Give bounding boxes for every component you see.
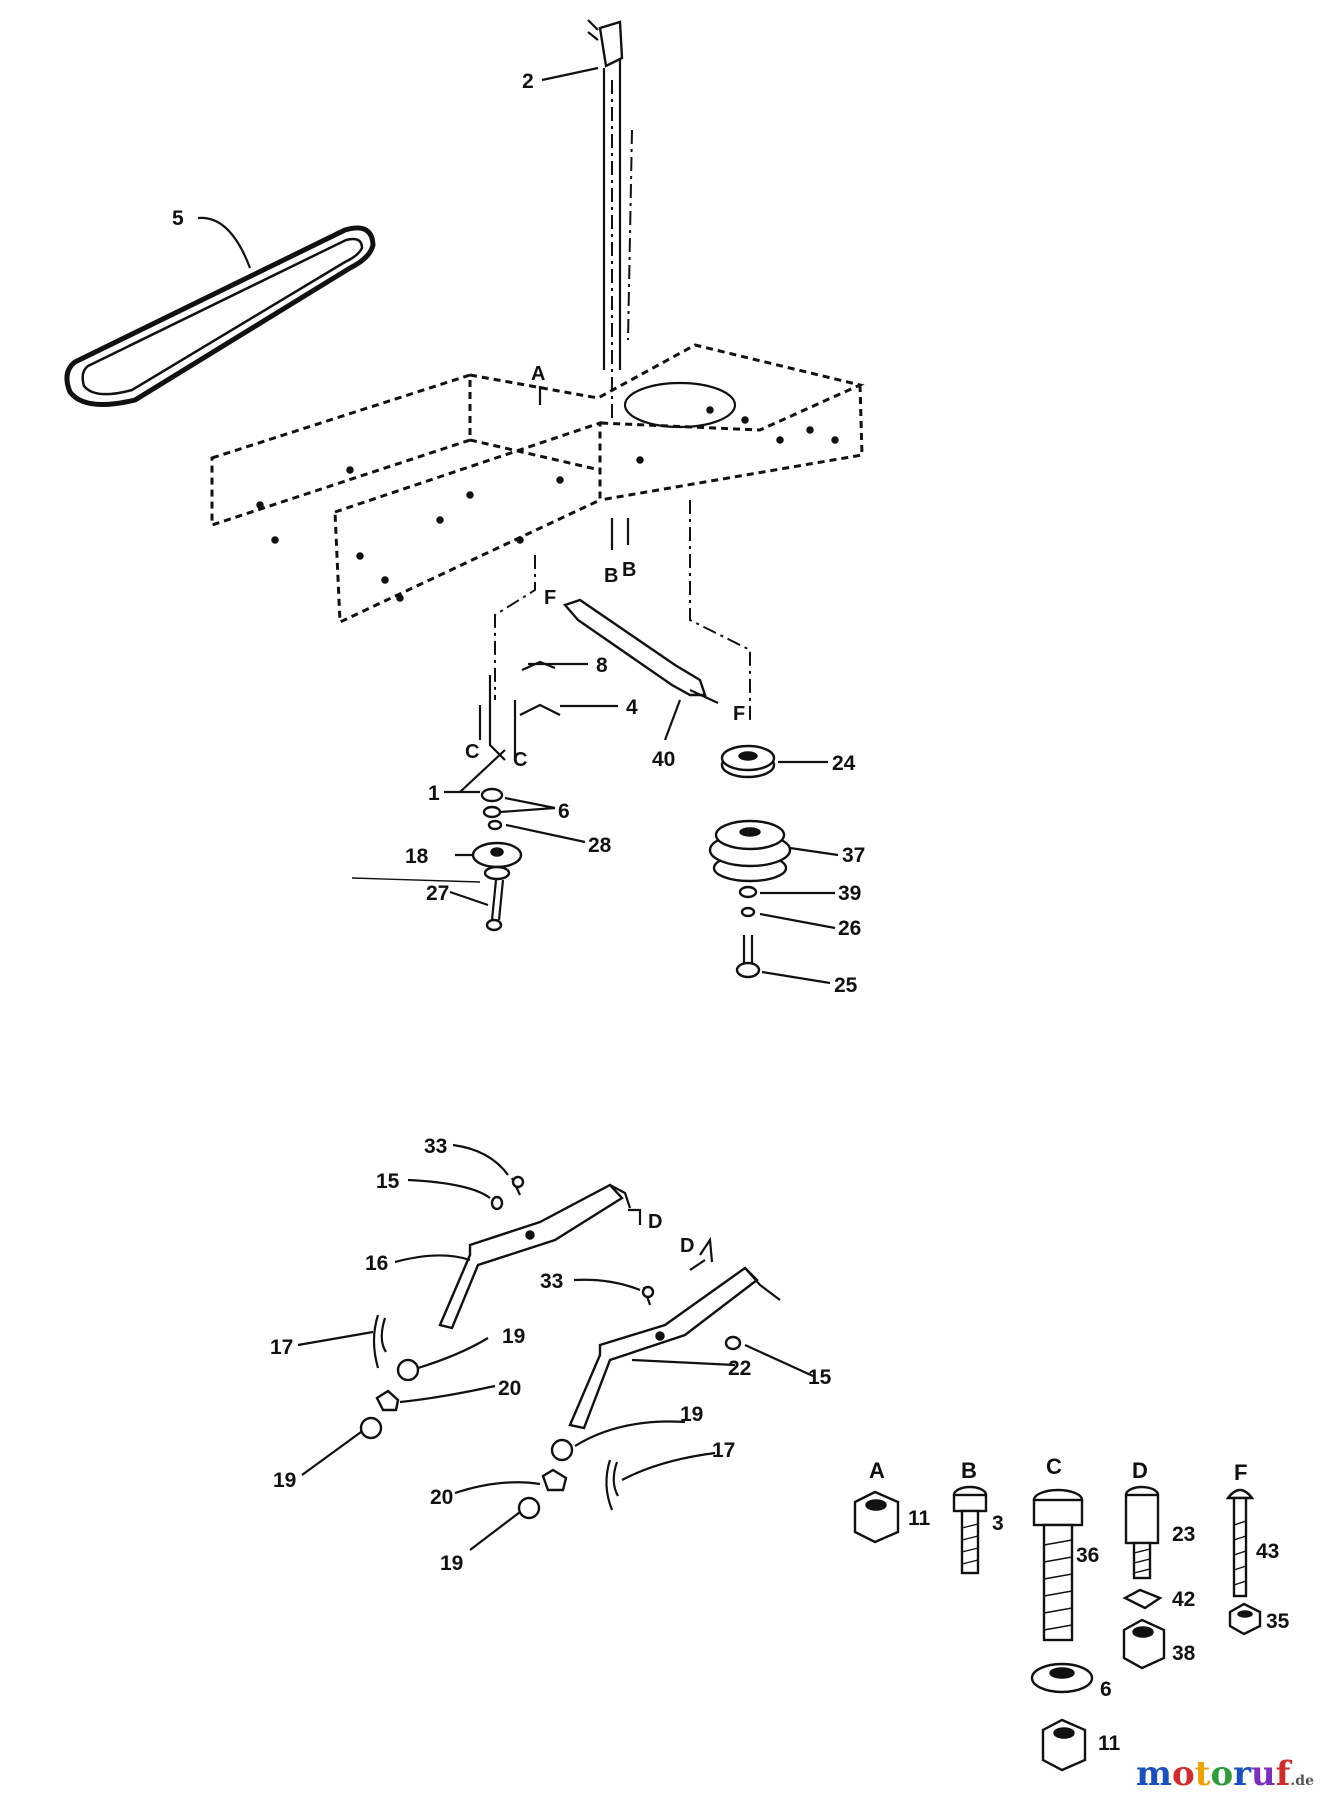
hardware-item-3: 3 (992, 1512, 1004, 1535)
callout-15: 15 (808, 1366, 832, 1389)
callout-26: 26 (838, 917, 861, 940)
callout-28: 28 (588, 834, 612, 857)
watermark-tld: .de (1290, 1773, 1314, 1789)
callout-40: 40 (652, 748, 675, 771)
ref-letter-b: B (604, 565, 618, 587)
hardware-labels: A B C D F 11 3 36 23 43 42 35 38 6 11 (869, 1454, 1290, 1755)
callout-24: 24 (832, 752, 856, 775)
callout-labels: 2 5 8 4 40 24 1 6 28 18 27 37 39 26 25 3… (172, 70, 865, 1575)
callout-8: 8 (596, 654, 608, 677)
callout-16: 16 (365, 1252, 388, 1275)
idler-pulley-stack (471, 787, 523, 932)
reference-letters: A B B F F C C D D (465, 363, 745, 1257)
ref-letter-f: F (544, 587, 556, 609)
callout-20: 20 (430, 1486, 453, 1509)
hardware-item-38: 38 (1172, 1642, 1196, 1665)
lift-arms (438, 1183, 781, 1430)
callout-33: 33 (424, 1135, 447, 1158)
hardware-header-a: A (869, 1458, 885, 1483)
clutch-pulley-stack (708, 744, 792, 979)
hardware-header-b: B (961, 1458, 977, 1483)
callout-39: 39 (838, 882, 861, 905)
hardware-item-35: 35 (1266, 1610, 1290, 1633)
hardware-item-36: 36 (1076, 1544, 1099, 1567)
steering-shaft (587, 19, 633, 420)
callout-17: 17 (270, 1336, 293, 1359)
hardware-header-f: F (1234, 1460, 1247, 1485)
drive-belt (64, 225, 376, 407)
callout-20: 20 (498, 1377, 521, 1400)
callout-17: 17 (712, 1439, 735, 1462)
hardware-item-43: 43 (1256, 1540, 1279, 1563)
hardware-legend (853, 1485, 1262, 1772)
ref-letter-d: D (648, 1211, 662, 1233)
callout-5: 5 (172, 207, 184, 230)
callout-19: 19 (273, 1469, 296, 1492)
hardware-item-6: 6 (1100, 1678, 1112, 1701)
hardware-item-23: 23 (1172, 1523, 1195, 1546)
hardware-item-42: 42 (1172, 1588, 1195, 1611)
callout-37: 37 (842, 844, 865, 867)
callout-19: 19 (440, 1552, 463, 1575)
ref-letter-f: F (733, 703, 745, 725)
callout-33: 33 (540, 1270, 563, 1293)
ref-letter-b: B (622, 559, 636, 581)
frame-holes (256, 406, 839, 602)
hardware-item-11: 11 (1098, 1732, 1121, 1755)
ref-letter-c: C (513, 749, 527, 771)
callout-27: 27 (426, 882, 449, 905)
hardware-header-d: D (1132, 1458, 1148, 1483)
callout-1: 1 (428, 782, 440, 805)
ref-letter-d: D (680, 1235, 694, 1257)
callout-22: 22 (728, 1357, 751, 1380)
watermark-brand: motoruf (1136, 1754, 1291, 1794)
leader-lines (197, 66, 839, 1551)
callout-18: 18 (405, 845, 429, 868)
callout-25: 25 (834, 974, 858, 997)
ref-letter-c: C (465, 741, 479, 763)
callout-2: 2 (522, 70, 534, 93)
small-fasteners (359, 1175, 742, 1520)
tractor-frame (210, 343, 865, 720)
callout-6: 6 (558, 800, 570, 823)
watermark-logo: motoruf.de (1136, 1754, 1314, 1794)
hardware-header-c: C (1046, 1454, 1062, 1479)
callout-4: 4 (626, 696, 638, 719)
callout-19: 19 (502, 1325, 525, 1348)
callout-15: 15 (376, 1170, 400, 1193)
callout-19: 19 (680, 1403, 703, 1426)
hardware-item-11: 11 (908, 1507, 931, 1530)
ref-letter-a: A (531, 363, 545, 385)
linkage-assembly (459, 598, 719, 793)
